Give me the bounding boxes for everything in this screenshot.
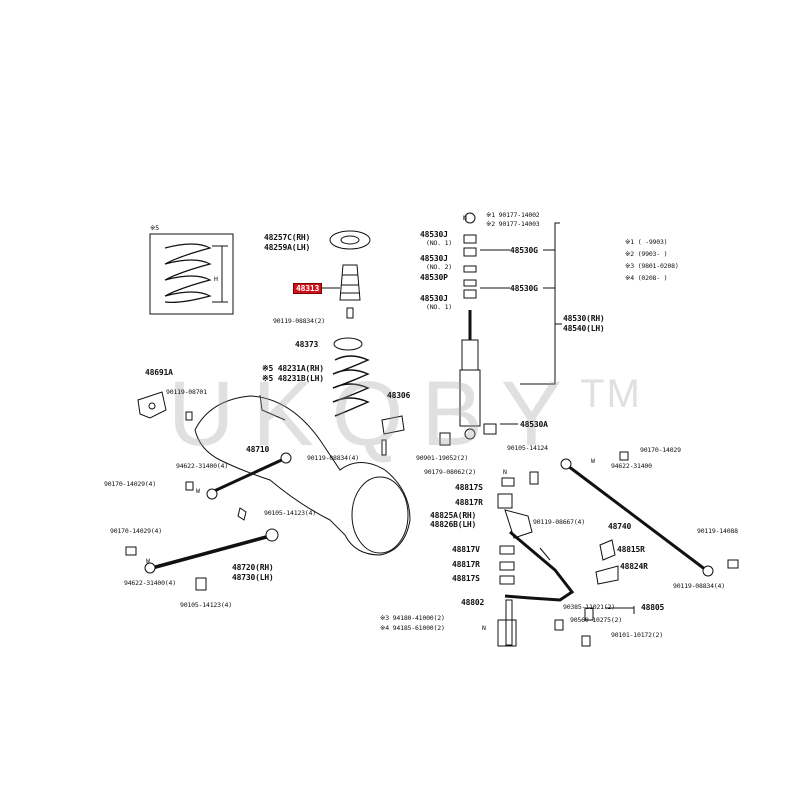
part-90560-10275[interactable]: 90560-10275(2) xyxy=(570,616,622,624)
part-90170-14029-a[interactable]: 90170-14029(4) xyxy=(104,480,156,488)
part-90119-08701[interactable]: 90119-08701 xyxy=(166,388,207,396)
inset-spring xyxy=(164,243,212,303)
part-90119-08834-b[interactable]: 90119-08834(4) xyxy=(307,454,359,462)
part-48530g-b[interactable]: 48530G xyxy=(510,284,538,293)
part-48815r[interactable]: 48815R xyxy=(617,545,645,554)
part-48530j-3[interactable]: 48530J xyxy=(420,294,448,303)
part-48313-highlight[interactable]: 48313 xyxy=(293,283,323,294)
coil-spring xyxy=(332,355,370,417)
w-symbol-3: W xyxy=(591,457,595,465)
lower-arm xyxy=(151,534,271,570)
part-90177-14002[interactable]: ※1 90177-14002 xyxy=(486,211,540,219)
watermark: UKQBYTM xyxy=(168,363,642,465)
bump-bracket xyxy=(381,415,405,435)
legend-row-1: ※1 ( -9903) xyxy=(625,238,668,246)
part-48540[interactable]: 48540(LH) xyxy=(563,324,605,333)
w-symbol-2: W xyxy=(146,557,150,565)
part-90119-08667[interactable]: 90119-08667(4) xyxy=(533,518,585,526)
part-48817r-a[interactable]: 48817R xyxy=(455,498,483,507)
part-90170-14029-c[interactable]: 90170-14029 xyxy=(640,446,681,454)
part-90901-19052[interactable]: 90901-19052(2) xyxy=(416,454,468,462)
part-48826b[interactable]: 48826B(LH) xyxy=(430,520,477,529)
part-48306[interactable]: 48306 xyxy=(387,391,411,400)
part-48530j-2-note: (NO. 2) xyxy=(426,263,452,271)
n-symbol-3: N xyxy=(482,624,486,632)
part-90119-08834-a[interactable]: 90119-08834(2) xyxy=(273,317,325,325)
part-48257c[interactable]: 48257C(RH) xyxy=(264,233,311,242)
lateral-rod xyxy=(567,464,707,572)
shock-body xyxy=(459,369,481,427)
part-48824r[interactable]: 48824R xyxy=(620,562,648,571)
part-48530j-2[interactable]: 48530J xyxy=(420,254,448,263)
legend-row-3: ※3 (9801-0208) xyxy=(625,262,679,270)
part-48530[interactable]: 48530(RH) xyxy=(563,314,605,323)
part-90105-14123-b[interactable]: 90105-14123(4) xyxy=(180,601,232,609)
part-48730[interactable]: 48730(LH) xyxy=(232,573,274,582)
inset-box xyxy=(149,233,234,315)
part-48231b[interactable]: ※5 48231B(LH) xyxy=(262,374,324,383)
part-90170-14029-b[interactable]: 90170-14029(4) xyxy=(110,527,162,535)
part-94180-41000[interactable]: ※3 94180-41000(2) xyxy=(380,614,445,622)
stabilizer-link xyxy=(505,599,513,646)
spring-seat xyxy=(329,230,371,250)
part-90385-11021[interactable]: 90385-11021(2) xyxy=(563,603,615,611)
bracket xyxy=(137,391,167,419)
part-48530j-3-note: (NO. 1) xyxy=(426,303,452,311)
axle-housing xyxy=(194,395,411,556)
part-48231a[interactable]: ※5 48231A(RH) xyxy=(262,364,324,373)
part-48373[interactable]: 48373 xyxy=(295,340,319,349)
n-symbol-2: N xyxy=(503,468,507,476)
brake-drum xyxy=(351,476,409,554)
part-48530p[interactable]: 48530P xyxy=(420,273,448,282)
part-48817s-b[interactable]: 48817S xyxy=(452,574,480,583)
part-48530g-a[interactable]: 48530G xyxy=(510,246,538,255)
part-48802[interactable]: 48802 xyxy=(461,598,485,607)
stabilizer-bar xyxy=(504,530,575,602)
part-90119-14088[interactable]: 90119-14088 xyxy=(697,527,738,535)
part-48530j-1-note: (NO. 1) xyxy=(426,239,452,247)
part-48720[interactable]: 48720(RH) xyxy=(232,563,274,572)
upper-arm xyxy=(211,456,287,494)
bushing xyxy=(125,546,137,556)
part-94185-61000[interactable]: ※4 94185-61000(2) xyxy=(380,624,445,632)
part-48817r-b[interactable]: 48817R xyxy=(452,560,480,569)
spring-insulator xyxy=(333,337,363,351)
part-94622-31400-a[interactable]: 94622-31400(4) xyxy=(176,462,228,470)
part-48259a[interactable]: 48259A(LH) xyxy=(264,243,311,252)
part-90119-08834-c[interactable]: 90119-08834(4) xyxy=(673,582,725,590)
part-48805[interactable]: 48805 xyxy=(641,603,665,612)
part-94622-31400-c[interactable]: 94622-31400 xyxy=(611,462,652,470)
inset-note: ※5 xyxy=(150,224,159,232)
part-48817v[interactable]: 48817V xyxy=(452,545,480,554)
legend-row-2: ※2 (9903- ) xyxy=(625,250,668,258)
part-48691a[interactable]: 48691A xyxy=(145,368,173,377)
part-90179-08062[interactable]: 90179-08062(2) xyxy=(424,468,476,476)
n-symbol-1: N xyxy=(463,214,467,222)
bump-stopper xyxy=(339,264,361,301)
part-48740[interactable]: 48740 xyxy=(608,522,632,531)
part-48817s-a[interactable]: 48817S xyxy=(455,483,483,492)
part-94622-31400-b[interactable]: 94622-31400(4) xyxy=(124,579,176,587)
inset-dim-label: H xyxy=(214,275,218,283)
part-90177-14003[interactable]: ※2 90177-14003 xyxy=(486,220,540,228)
part-90101-10172[interactable]: 90101-10172(2) xyxy=(611,631,663,639)
part-48710[interactable]: 48710 xyxy=(246,445,270,454)
part-90105-14124[interactable]: 90105-14124 xyxy=(507,444,548,452)
legend-row-4: ※4 (0208- ) xyxy=(625,274,668,282)
w-symbol-1: W xyxy=(196,487,200,495)
part-90105-14123-a[interactable]: 90105-14123(4) xyxy=(264,509,316,517)
part-48530j-1[interactable]: 48530J xyxy=(420,230,448,239)
part-48825a[interactable]: 48825A(RH) xyxy=(430,511,477,520)
part-48530a[interactable]: 48530A xyxy=(520,420,548,429)
nut-n-symbol xyxy=(464,212,476,224)
